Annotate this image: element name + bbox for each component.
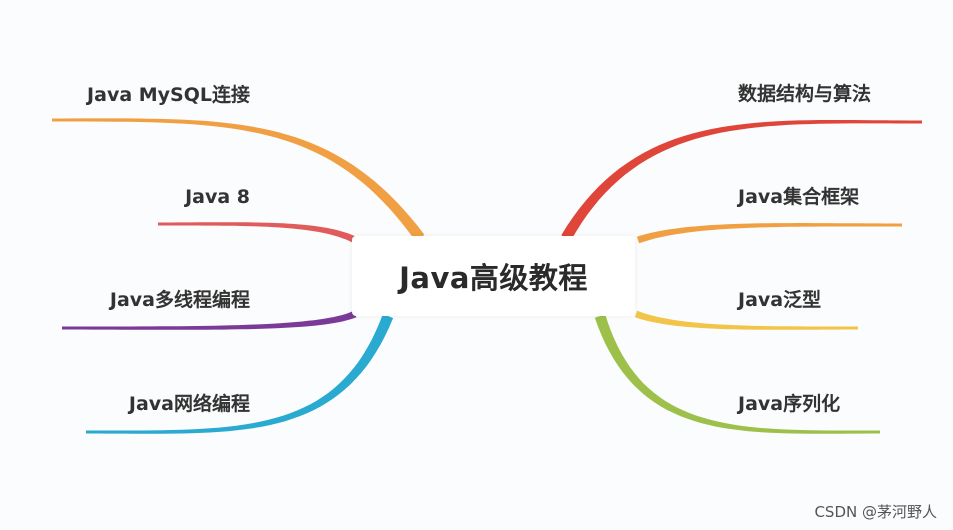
branch-line-java8 [158,222,357,244]
branch-label-mysql: Java MySQL连接 [87,84,250,106]
branch-line-ds [561,120,922,241]
branch-label-thread: Java多线程编程 [109,289,250,311]
branch-label-network: Java网络编程 [128,393,250,415]
branch-label-java8: Java 8 [185,186,250,208]
center-node-label: Java高级教程 [399,261,588,295]
branch-line-thread [62,310,357,330]
watermark: CSDN @茅河野人 [814,503,937,521]
branch-label-serialize: Java序列化 [738,393,841,415]
branch-label-generic: Java泛型 [738,289,822,311]
branch-label-collection: Java集合框架 [738,186,860,208]
branch-line-collection [636,223,902,244]
branch-label-ds: 数据结构与算法 [738,83,872,105]
branch-line-generic [634,310,858,330]
branch-line-serialize [594,314,880,434]
center-node: Java高级教程 [352,236,635,316]
branch-line-network [86,313,394,434]
